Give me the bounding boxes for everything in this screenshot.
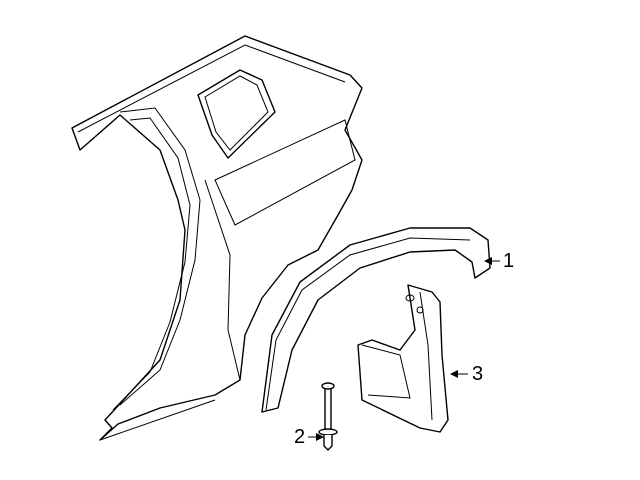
wheel-opening-molding — [261, 227, 491, 413]
callout-3: 3 — [472, 363, 484, 385]
retainer-clip — [318, 382, 338, 451]
mud-flap — [357, 284, 449, 433]
leader-lines — [308, 257, 500, 441]
callout-2: 2 — [294, 426, 306, 448]
callout-1: 1 — [503, 250, 515, 272]
quarter-panel — [71, 35, 363, 441]
